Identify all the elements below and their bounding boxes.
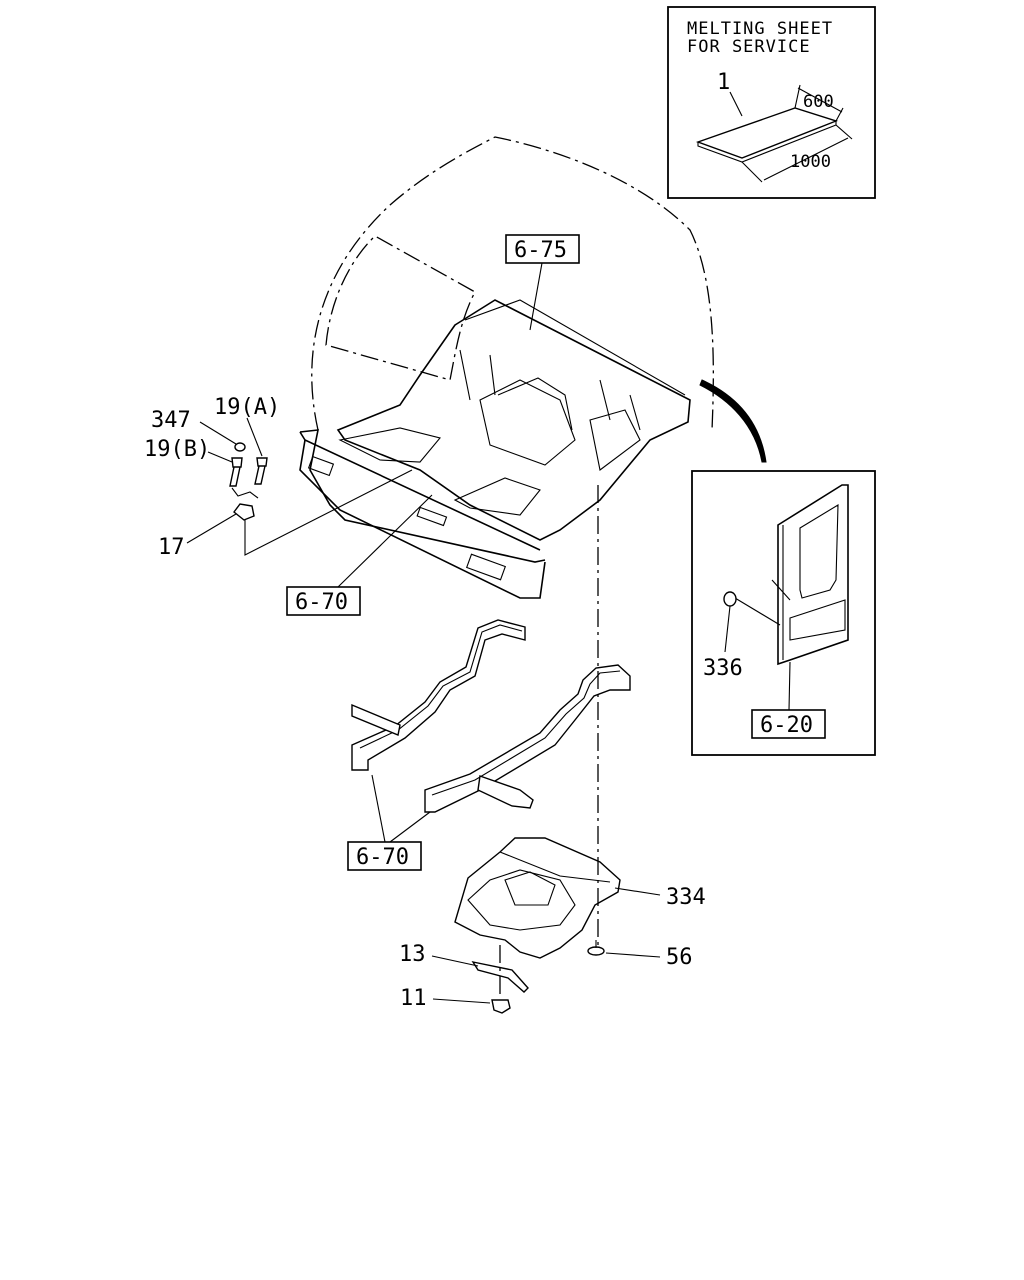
leader-17 [186,513,237,544]
crossmember-left [351,703,401,736]
detail-inset-frame [691,470,876,756]
bolt-group: 347 19(A) 19(B) 17 [144,395,413,560]
floor-rib-2 [489,354,496,396]
side-member-right [424,664,631,813]
grommet-56 [587,946,605,956]
floor-tunnel-ridge [497,377,573,431]
callout-334: 334 [666,885,706,910]
leader-334 [614,887,661,896]
dim-ext-b [835,107,844,122]
cab-front-left [299,429,546,563]
cab-bumper [299,439,546,599]
nut-11 [491,999,511,1014]
ref-6-70-leader-b [389,811,431,843]
dim-line-1000 [763,137,849,181]
floor-panel-outline [336,299,691,541]
ref-6-70-members: 6-70 [347,774,431,871]
cab-body-outline [311,136,714,431]
ref-6-75-leader [529,262,543,331]
floor-panel-rear-edge [464,299,686,396]
door-line-b [734,597,781,626]
callout-19b: 19(B) [144,437,210,462]
ref-6-20-leader [788,661,791,711]
leader-19b [207,451,233,463]
callout-13: 13 [399,942,426,967]
side-members [351,619,631,813]
melting-sheet-title: MELTING SHEET [687,19,833,39]
bracket-17 [233,503,255,521]
bracket-13 [471,960,529,993]
crossmember-right [477,775,534,809]
bolt-19b [229,457,243,487]
floor-tunnel [479,379,576,466]
side-member-left [351,619,526,771]
melting-sheet-subtitle: FOR SERVICE [687,37,811,57]
ref-6-20-box [751,709,826,739]
melting-sheet-inset: MELTING SHEET FOR SERVICE 1 600 1000 [667,6,876,199]
ref-6-75-label: 6-75 [514,238,567,263]
ref-6-70-floor-leader [337,494,433,588]
callout-336: 336 [703,656,743,681]
leader-13 [431,955,479,967]
leader-347 [199,421,237,445]
floor-rib-4 [629,394,641,431]
bolt-19a [254,457,268,485]
floor-left-pan [338,427,441,463]
fastener-56: 56 [587,485,693,970]
floor-rib-1 [459,349,471,401]
dim-line-600 [797,87,843,113]
door-lower-pocket [789,599,846,641]
side-member-left-inner [359,624,523,749]
detail-pointer-arrow [699,379,767,463]
detail-inset: 336 6-20 [691,379,876,756]
callout-11: 11 [400,986,427,1011]
leader-56 [605,952,661,958]
ref-6-70-floor: 6-70 [286,494,433,616]
leader-336 [724,605,731,653]
cab-windshield [325,235,476,381]
floor-right-pan [453,477,541,516]
dim-ext-d [835,124,853,140]
bracket-location-leader [244,469,413,556]
leader-11 [432,998,491,1004]
cab-headlamp-left [307,455,335,477]
leader-19a [246,417,263,457]
callout-347: 347 [151,408,191,433]
floor-panel-assembly [336,299,691,541]
floor-pan-334-outline [454,837,621,959]
cab-headlamp-right [465,553,507,581]
callout-19a: 19(A) [214,395,280,420]
callout-17: 17 [158,535,185,560]
ref-6-75-box [505,234,580,264]
floor-pan-334: 334 [454,837,706,959]
ref-6-70-leader-a [371,774,386,843]
callout-56: 56 [666,945,693,970]
cab-grille-slot [416,506,448,527]
door-line-a [771,579,791,601]
cab-outline [299,136,714,599]
door-panel [777,484,849,666]
floor-pan-334-edge [499,851,611,883]
washer-347 [234,442,246,452]
dim-ext-c [741,161,763,183]
bracket-13-group: 13 11 [399,942,529,1014]
ref-6-70-floor-box [286,586,361,616]
door-window-opening [799,504,839,599]
floor-pan-334-center [467,869,576,931]
ref-6-20-label: 6-20 [760,713,813,738]
floor-pan-334-tunnel [504,871,556,906]
leader-line-1 [729,91,743,117]
dim-600-label: 600 [803,92,834,112]
bolt-link [231,487,259,499]
plug-336 [723,591,737,607]
ref-6-70-members-label: 6-70 [356,845,409,870]
part-number-1: 1 [717,70,730,95]
melting-sheet-frame [667,6,876,199]
floor-right-member [589,409,641,471]
dim-1000-label: 1000 [790,152,831,172]
ref-6-75: 6-75 [505,234,580,331]
ref-6-70-floor-label: 6-70 [295,590,348,615]
floor-rib-3 [599,379,611,421]
